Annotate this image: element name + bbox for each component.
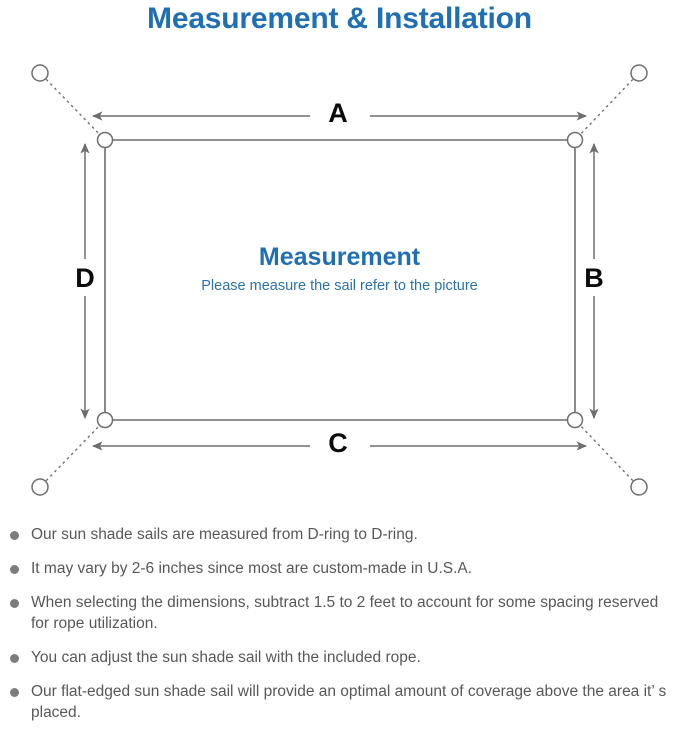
list-item-text: Our flat-edged sun shade sail will provi… xyxy=(31,683,667,721)
anchor-point-top-right xyxy=(630,64,648,82)
d-ring-bottom-right xyxy=(566,411,584,429)
dimension-label-c: C xyxy=(328,428,348,458)
bullet-dot-icon xyxy=(10,531,19,540)
anchor-point-bottom-left xyxy=(31,478,49,496)
list-item-text: You can adjust the sun shade sail with t… xyxy=(31,649,421,666)
list-item-text: When selecting the dimensions, subtract … xyxy=(31,594,659,632)
list-item-text: Our sun shade sails are measured from D-… xyxy=(31,526,418,543)
list-item: When selecting the dimensions, subtract … xyxy=(10,592,672,634)
d-rings xyxy=(96,131,584,429)
list-item: Our flat-edged sun shade sail will provi… xyxy=(10,681,672,723)
dimension-label-d: D xyxy=(75,263,95,293)
sail-body xyxy=(104,139,576,421)
bullet-dot-icon xyxy=(10,654,19,663)
anchor-point-top-left xyxy=(31,64,49,82)
anchor-points xyxy=(31,64,648,496)
rope-line-bottom-right xyxy=(574,419,638,486)
d-ring-bottom-left xyxy=(96,411,114,429)
page-title: Measurement & Installation xyxy=(147,2,532,35)
rope-line-bottom-left xyxy=(41,419,106,486)
bullet-dot-icon xyxy=(10,688,19,697)
d-ring-top-left xyxy=(96,131,114,149)
list-item-text: It may vary by 2-6 inches since most are… xyxy=(31,560,473,577)
dimension-label-b: B xyxy=(584,263,604,293)
d-ring-top-right xyxy=(566,131,584,149)
bullet-dot-icon xyxy=(10,599,19,608)
list-item: Our sun shade sails are measured from D-… xyxy=(10,524,672,545)
rope-line-top-left xyxy=(41,74,106,141)
list-item: It may vary by 2-6 inches since most are… xyxy=(10,558,672,579)
dimension-label-a: A xyxy=(328,98,348,128)
notes-list: Our sun shade sails are measured from D-… xyxy=(10,524,672,736)
anchor-point-bottom-right xyxy=(630,478,648,496)
measurement-diagram xyxy=(31,64,648,496)
bullet-dot-icon xyxy=(10,565,19,574)
rope-line-top-right xyxy=(574,74,638,141)
list-item: You can adjust the sun shade sail with t… xyxy=(10,647,672,668)
